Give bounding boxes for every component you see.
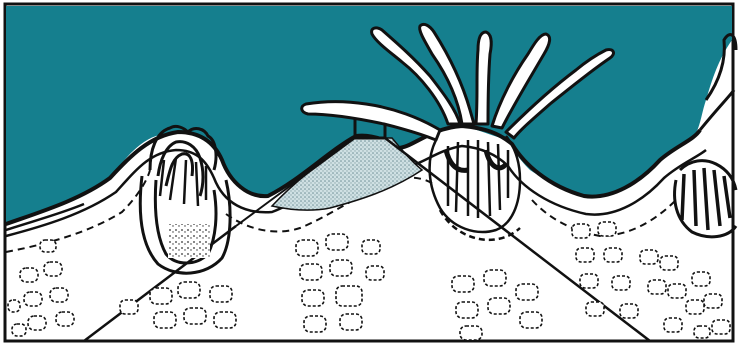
granule bbox=[460, 326, 482, 340]
granule bbox=[366, 266, 384, 280]
granule bbox=[580, 274, 598, 288]
granule bbox=[664, 318, 682, 332]
granule bbox=[484, 270, 506, 286]
granule bbox=[8, 300, 20, 312]
granule bbox=[304, 316, 326, 332]
granule bbox=[184, 308, 206, 324]
granule bbox=[24, 292, 42, 306]
granule bbox=[302, 290, 324, 306]
granule bbox=[586, 302, 604, 316]
granule bbox=[300, 264, 322, 280]
granule bbox=[178, 282, 200, 298]
granule bbox=[214, 312, 236, 328]
granule bbox=[28, 316, 46, 330]
granule bbox=[12, 324, 26, 336]
granule bbox=[694, 326, 710, 338]
granule bbox=[576, 248, 594, 262]
granule bbox=[648, 280, 666, 294]
granule bbox=[692, 272, 710, 286]
granule bbox=[604, 248, 622, 262]
granule bbox=[668, 284, 686, 298]
granule bbox=[456, 302, 478, 318]
granule bbox=[612, 276, 630, 290]
granule bbox=[326, 234, 348, 250]
granule bbox=[712, 320, 730, 334]
granule bbox=[150, 288, 172, 304]
granule bbox=[686, 300, 704, 314]
granule bbox=[44, 262, 62, 276]
granule bbox=[640, 250, 658, 264]
granule bbox=[154, 312, 176, 328]
granule bbox=[210, 286, 232, 302]
granule bbox=[452, 276, 474, 292]
granule bbox=[330, 260, 352, 276]
granule bbox=[20, 268, 38, 282]
granule bbox=[296, 240, 318, 256]
granule bbox=[120, 300, 138, 314]
granule bbox=[660, 256, 678, 270]
granule bbox=[516, 284, 538, 300]
granule bbox=[40, 240, 56, 252]
granule bbox=[340, 314, 362, 330]
granule bbox=[362, 240, 380, 254]
granule bbox=[572, 224, 590, 238]
granule bbox=[520, 312, 542, 328]
granule bbox=[704, 294, 722, 308]
granule bbox=[56, 312, 74, 326]
granule bbox=[50, 288, 68, 302]
polyp-left-tissue bbox=[168, 224, 210, 258]
granule bbox=[488, 298, 510, 314]
granule bbox=[336, 286, 362, 306]
granule bbox=[620, 304, 638, 318]
granule bbox=[598, 222, 616, 236]
